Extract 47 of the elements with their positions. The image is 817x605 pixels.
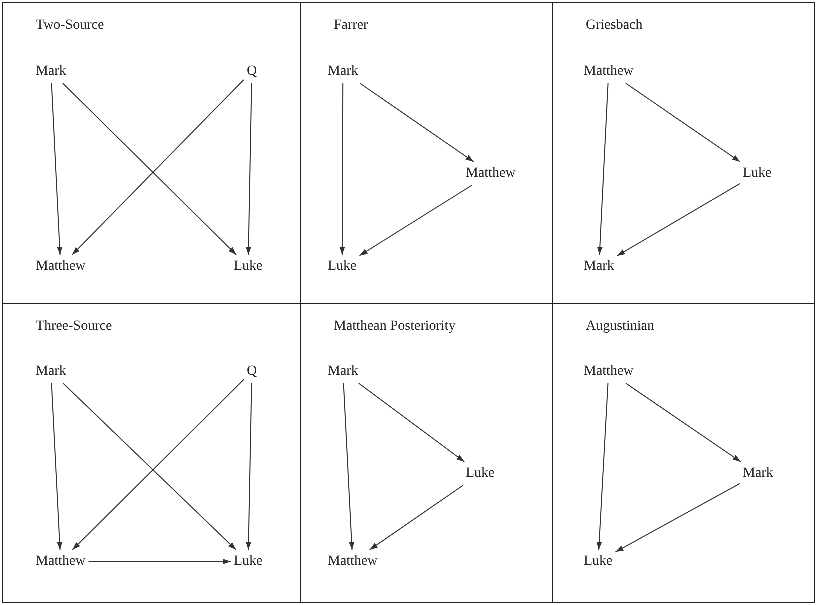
arrow [359,185,473,256]
arrow [596,383,609,550]
gospel-label: Mark [36,363,66,380]
gospel-label: Luke [743,165,772,182]
panel-cell [552,303,815,603]
panel-title: Two-Source [36,17,104,34]
panel-cell [2,2,301,304]
arrow [246,383,252,550]
arrow [626,83,741,162]
gospel-label: Mark [328,63,358,80]
gospel-label: Matthew [36,553,86,570]
gospel-label: Luke [584,553,613,570]
panel-title: Three-Source [36,318,112,336]
panel-cell [552,2,815,304]
gospel-label: Mark [36,63,66,80]
gospel-label: Mark [743,465,774,482]
gospel-label: Luke [234,258,263,276]
arrow [340,83,346,256]
gospel-label: Mark [584,258,614,276]
arrow [358,383,466,462]
gospel-label: Matthew [584,363,634,380]
panel-title: Griesbach [586,17,643,34]
gospel-label: Mark [328,363,358,380]
gospel-label: Luke [466,465,495,482]
gospel-label: Matthew [466,165,516,182]
arrow [360,83,474,162]
gospel-label: Matthew [328,553,378,570]
gospel-label: Q [247,63,258,80]
arrow [51,83,63,256]
arrow [615,483,740,553]
arrow [51,383,63,550]
gospel-label: Luke [328,258,357,276]
arrow [88,558,232,565]
arrow [616,183,740,257]
panel-title: Farrer [334,17,368,34]
gospel-label: Q [247,363,258,380]
panel-title: Augustinian [586,318,654,336]
panel-title: Matthean Posteriority [334,318,456,336]
gospel-label: Matthew [36,258,86,276]
gospel-label: Luke [234,553,263,570]
arrow [246,83,252,256]
arrow [369,485,464,550]
gospel-label: Matthew [584,63,634,80]
panel-cell [2,303,301,603]
arrow [626,383,742,462]
arrow [343,383,355,550]
arrow [597,83,609,256]
